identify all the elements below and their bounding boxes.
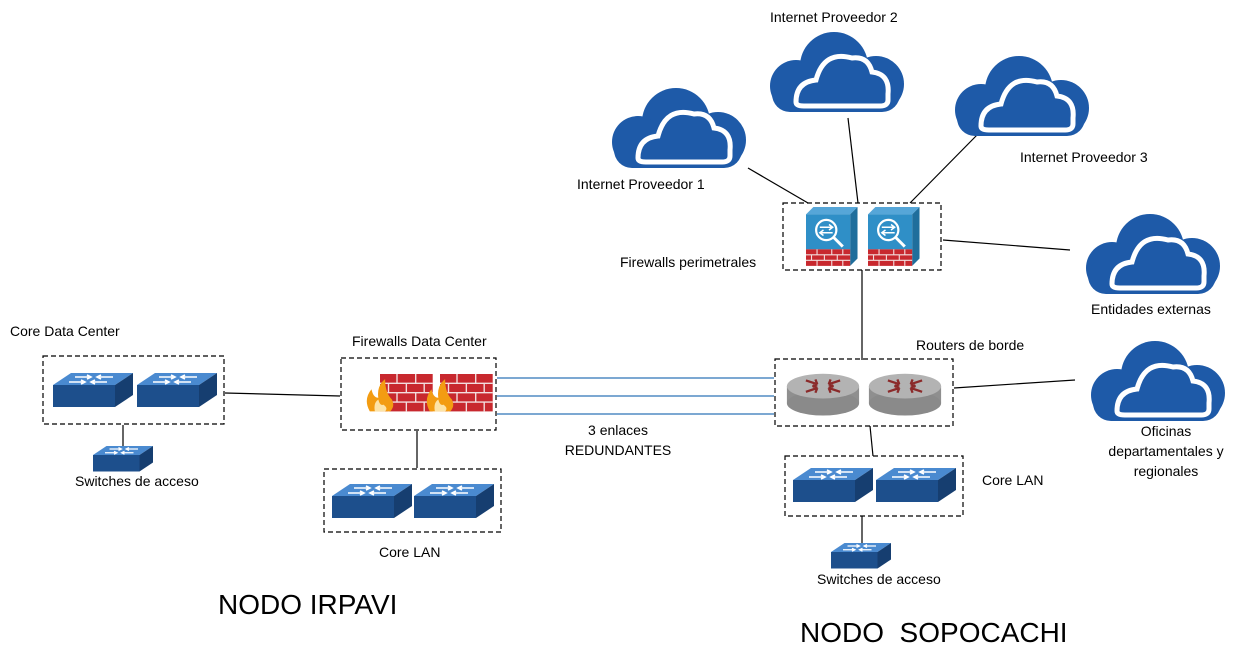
firewall-icon: [426, 373, 494, 413]
firewalls-data-center-group: [340, 357, 497, 431]
label-firewalls-data-center: Firewalls Data Center: [352, 333, 487, 349]
cloud-icon: [770, 32, 904, 112]
label-isp1: Internet Proveedor 1: [577, 176, 705, 192]
switch-icon: [413, 483, 495, 519]
node-title-irpavi: NODO IRPAVI: [218, 589, 397, 620]
link-routers-offices: [953, 379, 1076, 389]
core-lan-sopocachi-group: [784, 455, 964, 517]
label-core-data-center: Core Data Center: [10, 323, 120, 339]
switch-icon: [92, 445, 154, 473]
label-isp3: Internet Proveedor 3: [1020, 149, 1148, 165]
link-isp1-firewalls: [747, 167, 809, 204]
cloud-icon: [1091, 341, 1225, 421]
cloud-icon: [955, 56, 1089, 136]
firewalls-perimetrales-group: [782, 202, 942, 271]
label-access-switches-irpavi: Switches de acceso: [75, 473, 199, 489]
label-redundant-links-1: 3 enlaces: [588, 422, 648, 438]
switch-icon: [52, 372, 134, 408]
label-external: Entidades externas: [1091, 301, 1211, 317]
asa-firewall-icon: [804, 205, 859, 268]
router-icon: [785, 372, 861, 417]
node-title-sopocachi: NODO SOPOCACHI: [800, 617, 1068, 648]
cloud-icon: [612, 88, 746, 168]
label-offices-3: regionales: [1134, 463, 1199, 479]
label-core-lan-irpavi: Core LAN: [379, 544, 440, 560]
router-icon: [867, 372, 943, 417]
core-lan-irpavi-group: [323, 468, 502, 533]
switch-icon: [875, 467, 957, 503]
label-access-switches-sopocachi: Switches de acceso: [817, 571, 941, 587]
switch-icon: [792, 467, 874, 503]
switch-icon: [830, 542, 892, 570]
routers-de-borde-group: [774, 358, 954, 427]
label-isp2: Internet Proveedor 2: [770, 9, 898, 25]
link-coredc-firewallsdc: [224, 392, 341, 397]
firewall-icon: [366, 373, 434, 413]
asa-firewall-icon: [866, 205, 921, 268]
link-isp2-firewalls: [847, 117, 859, 204]
link-routers-corelan: [869, 425, 874, 457]
link-firewalls-external: [942, 239, 1071, 251]
label-routers-de-borde: Routers de borde: [916, 337, 1024, 353]
label-core-lan-sopocachi: Core LAN: [982, 472, 1043, 488]
link-isp3-firewalls: [909, 133, 979, 204]
switch-icon: [331, 483, 413, 519]
label-redundant-links-2: REDUNDANTES: [565, 442, 672, 458]
core-data-center-group: [42, 355, 225, 425]
switch-icon: [136, 372, 218, 408]
label-offices-1: Oficinas: [1141, 423, 1192, 439]
connection-lines: [122, 117, 1076, 544]
cloud-icon: [1086, 214, 1220, 294]
label-offices-2: departamentales y: [1108, 443, 1223, 459]
label-firewalls-perimetrales: Firewalls perimetrales: [620, 254, 756, 270]
